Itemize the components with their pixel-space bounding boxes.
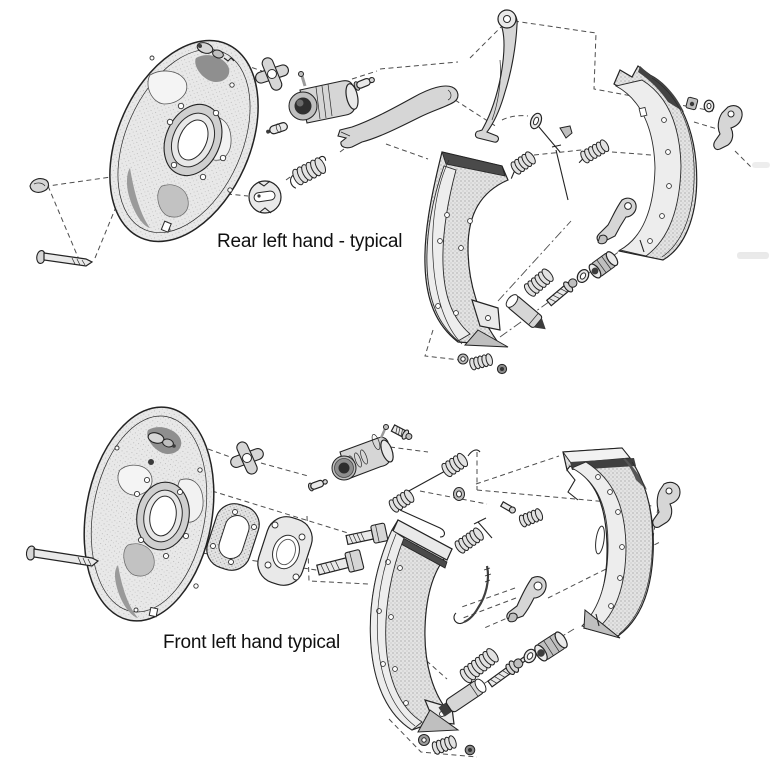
front-assembly: Front left hand typical bbox=[25, 406, 681, 758]
front-adjuster-lever bbox=[506, 576, 547, 623]
rear-adjuster-spring bbox=[523, 268, 554, 297]
rear-spring-washer bbox=[457, 353, 469, 365]
front-trailing-brake-shoe bbox=[562, 447, 654, 639]
rear-hold-down-pin bbox=[538, 126, 569, 201]
rear-adjuster-socket bbox=[588, 251, 619, 279]
front-link-pin bbox=[499, 501, 516, 514]
rear-hold-down-washer bbox=[529, 112, 543, 130]
front-threaded-plug bbox=[390, 424, 413, 440]
rear-retaining-clip-small bbox=[559, 125, 573, 139]
front-cross-pin-spring bbox=[454, 517, 493, 554]
front-backing-plate bbox=[83, 406, 215, 622]
front-adjuster-socket bbox=[534, 631, 568, 662]
front-gasket bbox=[206, 503, 260, 571]
rear-adjuster-washer bbox=[576, 269, 590, 283]
front-adjuster-tappet bbox=[438, 678, 487, 717]
rear-adjuster-star-wheel bbox=[255, 57, 289, 91]
front-mounting-bolt-upper bbox=[345, 522, 389, 546]
rear-handbrake-lever bbox=[474, 9, 518, 143]
rear-plain-washer bbox=[703, 99, 715, 113]
front-mounting-flange bbox=[257, 516, 313, 586]
rear-link-sleeve bbox=[266, 122, 288, 135]
rear-retaining-nut bbox=[685, 96, 699, 111]
front-hook-rod bbox=[453, 565, 492, 625]
front-small-spring bbox=[518, 508, 544, 528]
rear-coil-spring-small bbox=[469, 353, 494, 371]
rear-hold-down-spring-2 bbox=[578, 139, 610, 164]
front-shoe-return-spring bbox=[395, 449, 481, 499]
rear-trailing-brake-shoe bbox=[613, 65, 698, 261]
rear-hold-down-spring bbox=[510, 151, 536, 179]
rear-lock-nut bbox=[496, 363, 508, 375]
scan-artifacts bbox=[737, 162, 770, 259]
caption-rear: Rear left hand - typical bbox=[217, 231, 402, 252]
rear-adjuster-tappet bbox=[505, 294, 546, 330]
rear-retaining-clip bbox=[29, 178, 49, 193]
front-mounting-bolt-lower bbox=[316, 549, 365, 576]
front-tension-spring bbox=[388, 489, 446, 538]
front-bleed-screw bbox=[307, 479, 328, 492]
rear-wheel-cylinder bbox=[288, 71, 359, 124]
rear-anchor-cam-plate bbox=[248, 180, 282, 214]
rear-anchor-bolt bbox=[36, 249, 94, 267]
front-anchor-bracket bbox=[652, 481, 681, 528]
front-wheel-cylinder bbox=[331, 424, 394, 481]
front-adjuster-star-wheel bbox=[230, 441, 264, 475]
front-lock-nut bbox=[464, 744, 476, 756]
front-shoe-pivot-post bbox=[147, 432, 176, 465]
rear-assembly: Rear left hand - typical bbox=[29, 9, 752, 375]
rear-adjuster-screw bbox=[545, 278, 578, 307]
front-leading-brake-shoe bbox=[369, 519, 460, 733]
rear-bleed-screw bbox=[353, 76, 375, 91]
front-lock-washer bbox=[418, 734, 430, 746]
rear-anchor-bracket bbox=[713, 105, 743, 150]
rear-shoe-return-spring bbox=[290, 155, 327, 189]
front-adjuster-spring bbox=[459, 648, 499, 684]
front-anchor-bolt bbox=[25, 545, 100, 567]
front-grommet bbox=[453, 487, 465, 501]
front-coil-spring-small bbox=[431, 735, 457, 755]
rear-handbrake-strut bbox=[337, 85, 459, 149]
rear-leading-brake-shoe bbox=[424, 151, 509, 348]
rear-adjuster-lever bbox=[596, 197, 637, 245]
caption-front: Front left hand typical bbox=[163, 632, 340, 653]
shoe-pivot-post bbox=[196, 42, 235, 62]
front-adjuster-washer bbox=[523, 648, 537, 664]
rear-backing-plate bbox=[109, 39, 259, 243]
